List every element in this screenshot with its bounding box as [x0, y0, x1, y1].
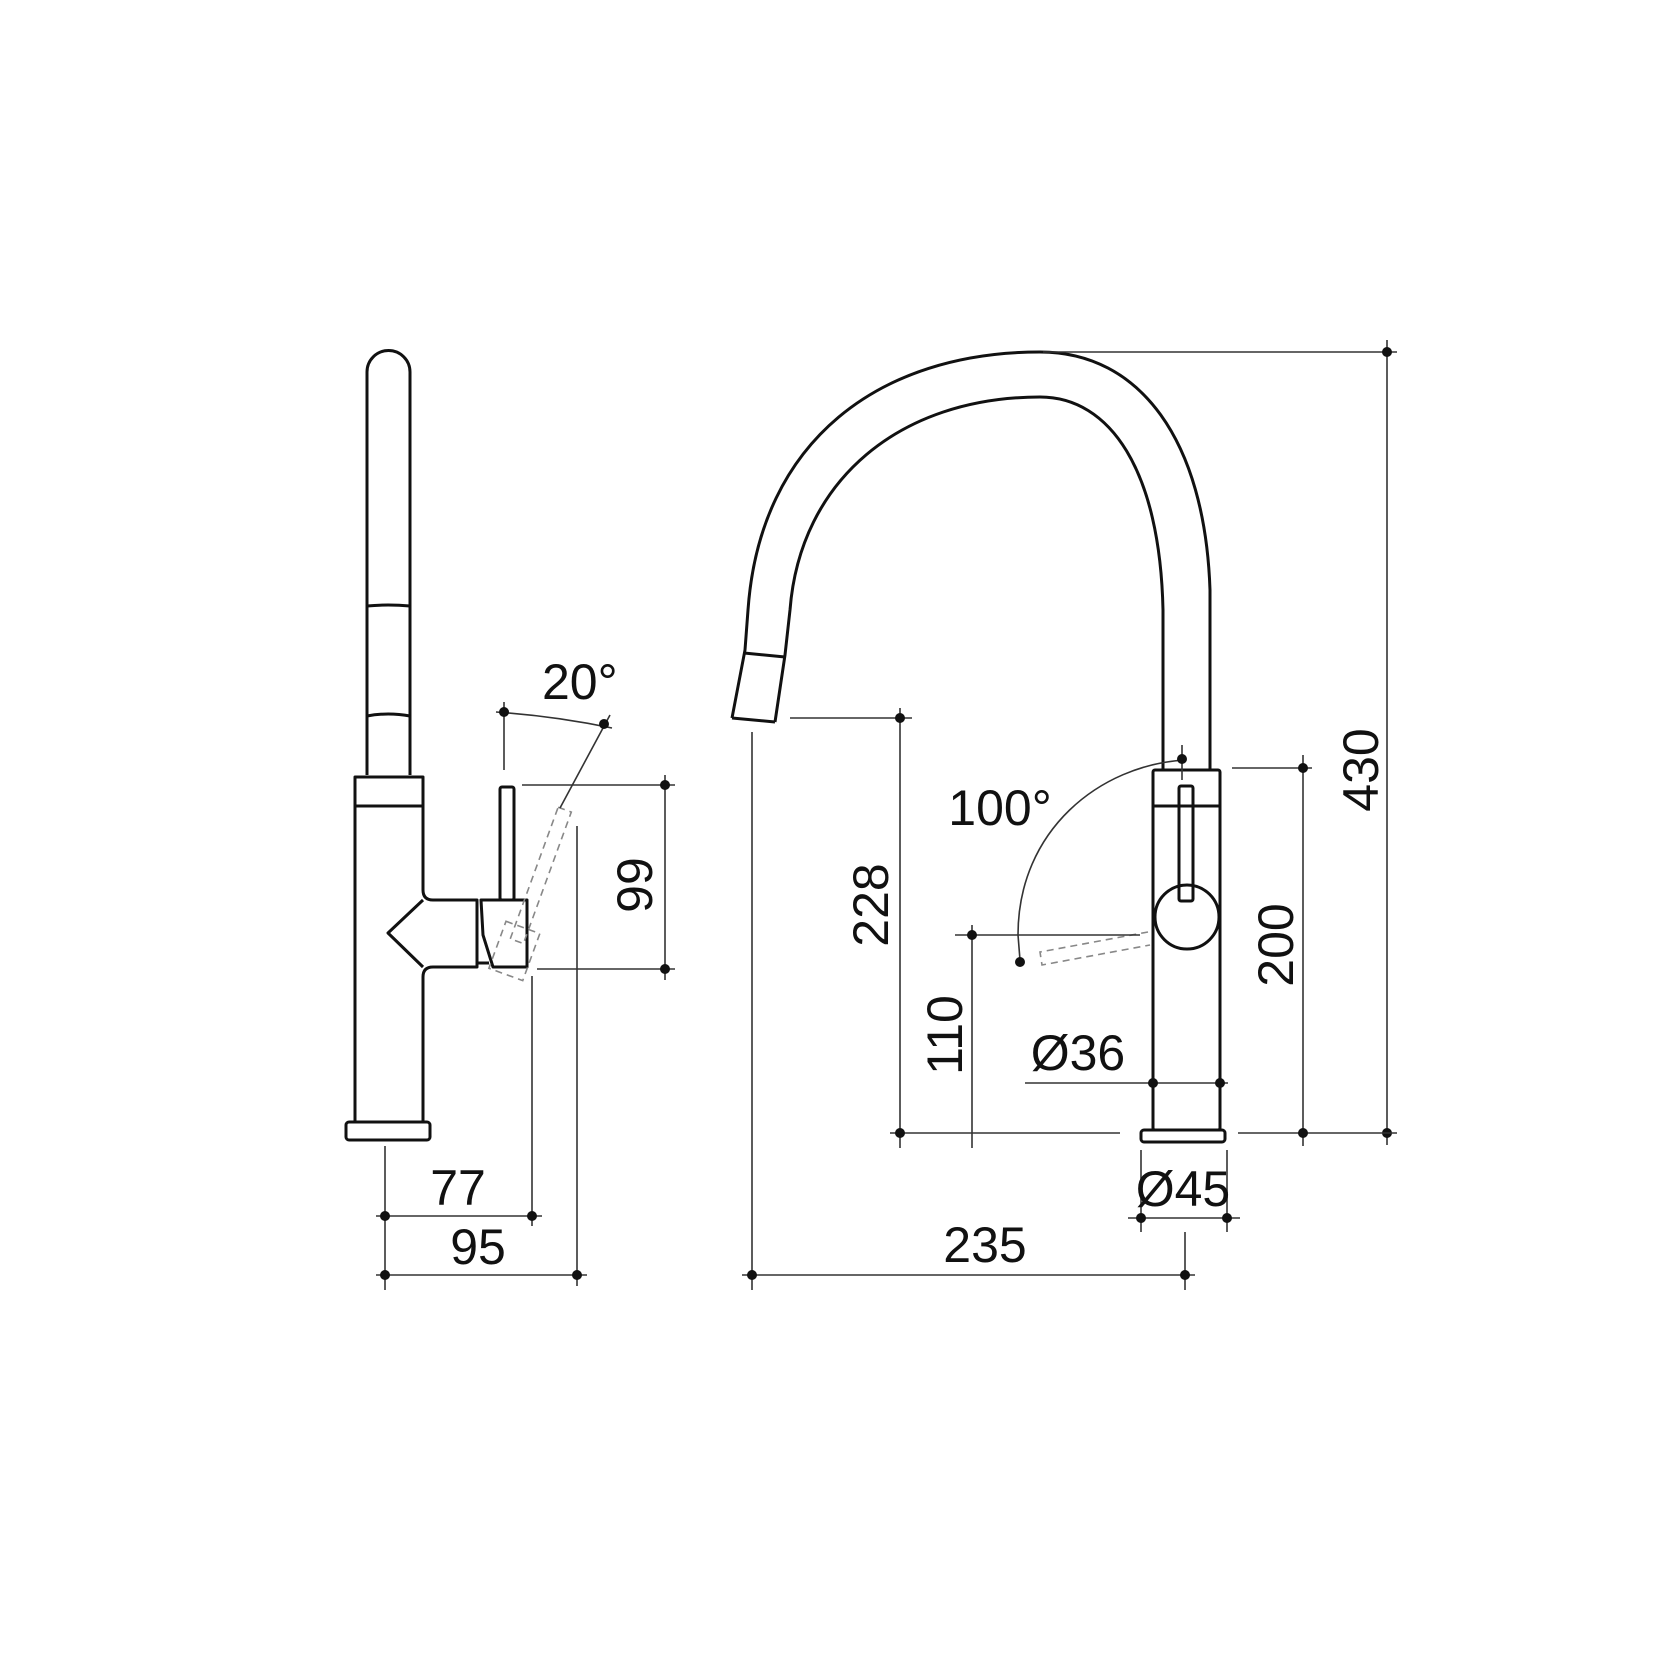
side-body-cone	[386, 898, 425, 969]
front-view: 100° 430 200 228 110 Ø36	[730, 340, 1397, 1290]
dim-20-arc	[495, 711, 613, 729]
dim-label-overall-depth: 95	[450, 1219, 506, 1275]
front-spout-tip-end	[731, 716, 776, 724]
side-base-plate	[344, 1120, 432, 1142]
front-spout-inner	[773, 395, 1165, 770]
front-spout-tip-band	[743, 651, 786, 659]
dim-label-overall-height: 430	[1333, 728, 1389, 811]
dim-20-ext-angled	[559, 714, 611, 809]
dim-label-spout-outlet-height: 228	[843, 863, 899, 946]
side-view: 20° 99 77 95	[344, 349, 675, 1290]
front-spout-outer	[730, 350, 1212, 770]
dim-label-lever-rotation: 100°	[948, 780, 1051, 836]
front-lever-handle	[1177, 784, 1195, 903]
side-lever-handle	[498, 785, 516, 902]
dim-label-lever-pivot-height: 110	[917, 995, 973, 1075]
dim-label-base-diameter: Ø45	[1136, 1161, 1231, 1217]
side-spout-joint-lower	[366, 712, 411, 718]
dim-label-body-height: 200	[1248, 903, 1304, 986]
side-lever-ghost	[487, 806, 573, 982]
dim-100-arc	[1017, 759, 1186, 961]
front-lever-hub	[1153, 883, 1221, 951]
side-lever-cartridge	[479, 898, 529, 969]
dim-label-lever-reach: 77	[430, 1160, 486, 1216]
dim-label-spout-reach: 235	[943, 1217, 1026, 1273]
side-spout-joint-upper	[366, 603, 411, 608]
dim-label-lever-angle: 20°	[542, 654, 618, 710]
front-base-plate	[1139, 1128, 1227, 1144]
side-body-outline	[353, 775, 479, 1122]
front-lever-ghost	[1039, 931, 1151, 966]
dim-label-lever-height: 99	[607, 857, 663, 913]
dim-label-body-diameter: Ø36	[1031, 1025, 1126, 1081]
side-spout-outline	[365, 349, 412, 775]
